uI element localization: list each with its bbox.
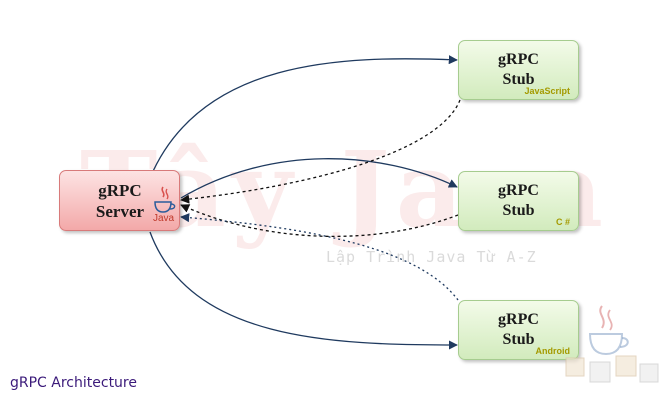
stub-title-line1: gRPC bbox=[498, 51, 539, 68]
stub-language-label: C # bbox=[555, 217, 570, 227]
response-arrow-android bbox=[180, 213, 459, 301]
request-arrow-android bbox=[149, 231, 458, 350]
stub-title: gRPC Stub bbox=[459, 50, 578, 90]
server-title-line1: gRPC bbox=[98, 181, 142, 200]
server-title: gRPC Server bbox=[88, 180, 152, 222]
request-arrow-javascript bbox=[149, 55, 458, 179]
stub-title-line2: Stub bbox=[502, 331, 535, 348]
grpc-stub-android-node: gRPC Stub Android bbox=[458, 300, 579, 360]
watermark-subtitle: Lập Trình Java Từ A-Z bbox=[326, 248, 537, 266]
response-arrow-javascript bbox=[180, 99, 461, 204]
response-arrow-csharp bbox=[180, 204, 459, 237]
server-badge-label: Java bbox=[153, 213, 175, 224]
stub-language-label: JavaScript bbox=[524, 86, 570, 96]
stub-title: gRPC Stub bbox=[459, 181, 578, 221]
request-arrow-csharp bbox=[180, 158, 458, 199]
stub-language-label: Android bbox=[535, 346, 571, 356]
stub-title-line1: gRPC bbox=[498, 311, 539, 328]
diagram-caption: gRPC Architecture bbox=[10, 375, 137, 391]
stub-title-line2: Stub bbox=[502, 71, 535, 88]
grpc-stub-csharp-node: gRPC Stub C # bbox=[458, 171, 579, 231]
grpc-server-node: gRPC Server Java bbox=[59, 170, 180, 231]
stub-title-line1: gRPC bbox=[498, 182, 539, 199]
stub-title-line2: Stub bbox=[502, 202, 535, 219]
tay-java-logo-icon bbox=[565, 305, 659, 383]
java-coffee-cup-icon bbox=[154, 186, 176, 213]
stub-title: gRPC Stub bbox=[459, 310, 578, 350]
server-title-line2: Server bbox=[95, 202, 145, 221]
grpc-stub-javascript-node: gRPC Stub JavaScript bbox=[458, 40, 579, 100]
